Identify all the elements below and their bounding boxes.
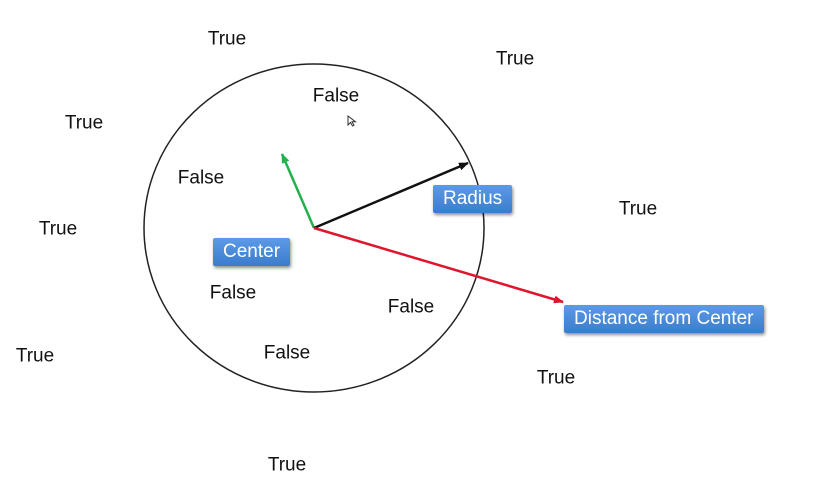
point-label: True	[207, 28, 247, 50]
radius-label: Radius	[433, 185, 513, 213]
point-label: False	[387, 296, 435, 318]
point-label: True	[38, 218, 78, 240]
green-arrow	[280, 153, 316, 229]
point-label: False	[177, 167, 225, 189]
mouse-cursor-icon	[347, 115, 357, 127]
boundary-circle	[143, 63, 485, 393]
point-label: True	[618, 198, 658, 220]
point-label: True	[15, 345, 55, 367]
radius-arrow	[313, 161, 469, 230]
distance-from-center-label: Distance from Center	[564, 305, 764, 333]
point-label: False	[209, 282, 257, 304]
point-label: True	[536, 367, 576, 389]
center-label: Center	[213, 238, 291, 266]
point-label: False	[263, 342, 311, 364]
point-label: True	[267, 454, 307, 476]
point-label: False	[312, 85, 360, 107]
point-label: True	[64, 112, 104, 134]
point-label: True	[495, 48, 535, 70]
distance-arrow	[313, 226, 564, 304]
